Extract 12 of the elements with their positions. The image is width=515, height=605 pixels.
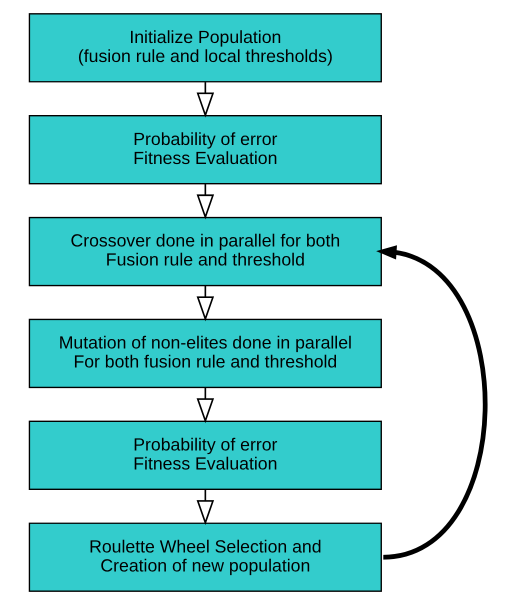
arrow xyxy=(196,82,214,118)
node-box: Roulette Wheel Selection and Creation of new population xyxy=(28,522,382,592)
arrow xyxy=(196,184,214,220)
node-box: Probability of error Fitness Evaluation xyxy=(28,420,382,490)
arrow xyxy=(376,245,488,560)
node-box: Initialize Population (fusion rule and local thresholds) xyxy=(28,13,382,82)
arrow xyxy=(196,388,214,424)
node-box: Crossover done in parallel for both Fusion rule and threshold xyxy=(28,216,382,286)
arrow xyxy=(196,286,214,322)
node-box: Probability of error Fitness Evaluation xyxy=(28,115,382,184)
arrow xyxy=(196,490,214,526)
node-box: Mutation of non-elites done in parallel For both fusion rule and threshold xyxy=(28,318,382,388)
